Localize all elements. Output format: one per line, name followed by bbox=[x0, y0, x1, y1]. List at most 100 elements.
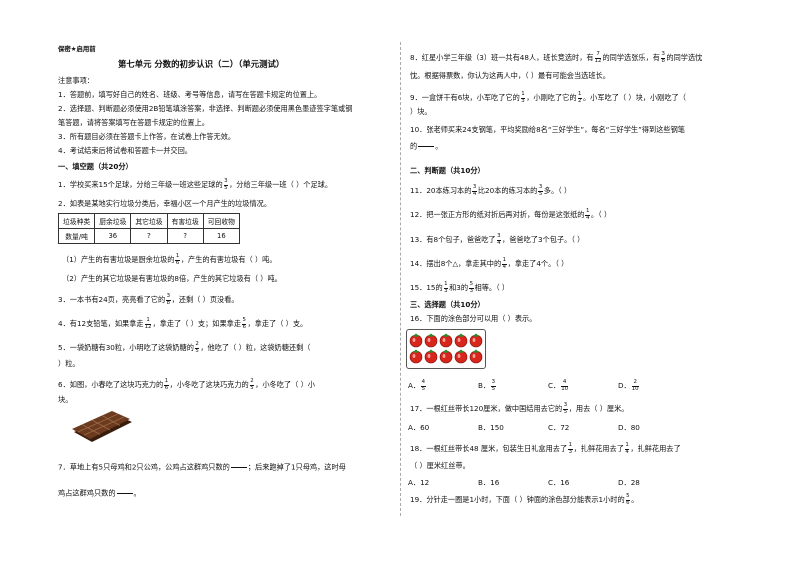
tomato-leaf-icon bbox=[473, 349, 479, 353]
blank-fraction bbox=[230, 461, 247, 474]
tomato-highlight bbox=[442, 338, 446, 342]
tomato-leaf-icon bbox=[413, 349, 419, 353]
table-header-cell: 可回收物 bbox=[202, 213, 240, 229]
q18-option-a[interactable]: A．12 bbox=[408, 478, 430, 487]
q18-option-c[interactable]: C．16 bbox=[548, 478, 570, 487]
question-7: 7．草地上有5只母鸡和2只公鸡，公鸡占这群鸡只数的；后来跑掉了1只母鸡，这时母 bbox=[58, 461, 346, 474]
table-cell: ? bbox=[166, 228, 204, 244]
table-cell: ? bbox=[130, 228, 168, 244]
note-4: 4．考试结束后将试卷和答题卡一并交回。 bbox=[58, 146, 192, 155]
question-16: 16．下面的涂色部分可以用（ ）表示。 bbox=[410, 314, 537, 323]
q17-option-a[interactable]: A．60 bbox=[408, 423, 430, 432]
blank-fraction bbox=[116, 487, 133, 500]
question-2: 2．如表是某地实行垃圾分类后，幸福小区一个月产生的垃圾情况。 bbox=[58, 199, 272, 208]
question-6-cont: 块。 bbox=[58, 395, 73, 404]
table-header-cell: 其它垃圾 bbox=[130, 213, 168, 229]
tomato-highlight bbox=[457, 338, 461, 342]
question-7-cont: 鸡占这群鸡只数的。 bbox=[58, 487, 141, 500]
garbage-table: 垃圾种类 厨余垃圾 其它垃圾 有害垃圾 可回收物 数量/吨 36 ? ? 16 bbox=[57, 213, 240, 244]
tomato-highlight bbox=[427, 338, 431, 342]
secret-label: 保密★启用前 bbox=[58, 45, 96, 53]
tomato-highlight bbox=[442, 354, 446, 358]
q17-option-c[interactable]: C．72 bbox=[548, 423, 570, 432]
question-10: 10．张老师买来24支钢笔，平均奖励给8名“三好学生”，每名“三好学生”得到这些… bbox=[410, 125, 685, 134]
tomato-leaf-icon bbox=[458, 333, 464, 337]
tomato-highlight bbox=[472, 354, 476, 358]
note-3: 3．所有题目必须在答题卡上作答，在试卷上作答无效。 bbox=[58, 132, 236, 141]
blank-fraction bbox=[418, 140, 435, 153]
tomato-picture bbox=[406, 329, 486, 369]
tomato-leaf-icon bbox=[443, 333, 449, 337]
table-header-row: 垃圾种类 厨余垃圾 其它垃圾 有害垃圾 可回收物 bbox=[57, 213, 240, 229]
table-header-cell: 厨余垃圾 bbox=[94, 213, 132, 229]
tomato-leaf-icon bbox=[473, 333, 479, 337]
table-row: 数量/吨 36 ? ? 16 bbox=[57, 228, 240, 244]
tomato-leaf-icon bbox=[428, 333, 434, 337]
q17-option-b[interactable]: B．150 bbox=[478, 423, 504, 432]
question-10-cont: 的。 bbox=[410, 140, 442, 153]
table-header-cell: 有害垃圾 bbox=[166, 213, 204, 229]
tomato-leaf-icon bbox=[428, 349, 434, 353]
table-cell: 数量/吨 bbox=[57, 228, 96, 244]
q18-option-d[interactable]: D．28 bbox=[618, 478, 640, 487]
tomato-leaf-icon bbox=[413, 333, 419, 337]
page-title: 第七单元 分数的初步认识（二）（单元测试） bbox=[118, 59, 285, 69]
question-9-cont: ）块。 bbox=[410, 107, 432, 116]
question-2-2: （2）产生的其它垃圾是有害垃圾的8倍，产生的其它垃圾有（ ）吨。 bbox=[62, 274, 282, 283]
tomato-highlight bbox=[412, 354, 416, 358]
section-judge-heading: 二、判断题（共10分） bbox=[410, 166, 485, 175]
tomato-highlight bbox=[412, 338, 416, 342]
chocolate-bar-image bbox=[72, 411, 132, 442]
tomato-highlight bbox=[457, 354, 461, 358]
tomato-highlight bbox=[472, 338, 476, 342]
note-2-cont: 笔答题，请将答案填写在答题卡规定的位置上。 bbox=[58, 118, 209, 127]
tomato-leaf-icon bbox=[443, 349, 449, 353]
table-header-cell: 垃圾种类 bbox=[57, 213, 96, 229]
section-fill-heading: 一、填空题（共20分） bbox=[58, 162, 133, 171]
notes-heading: 注意事项： bbox=[58, 76, 94, 85]
triangle-icon: △ bbox=[452, 259, 459, 269]
tomato-leaf-icon bbox=[458, 349, 464, 353]
q18-option-b[interactable]: B．16 bbox=[478, 478, 500, 487]
q17-option-d[interactable]: D．80 bbox=[618, 423, 640, 432]
tomato-highlight bbox=[427, 354, 431, 358]
